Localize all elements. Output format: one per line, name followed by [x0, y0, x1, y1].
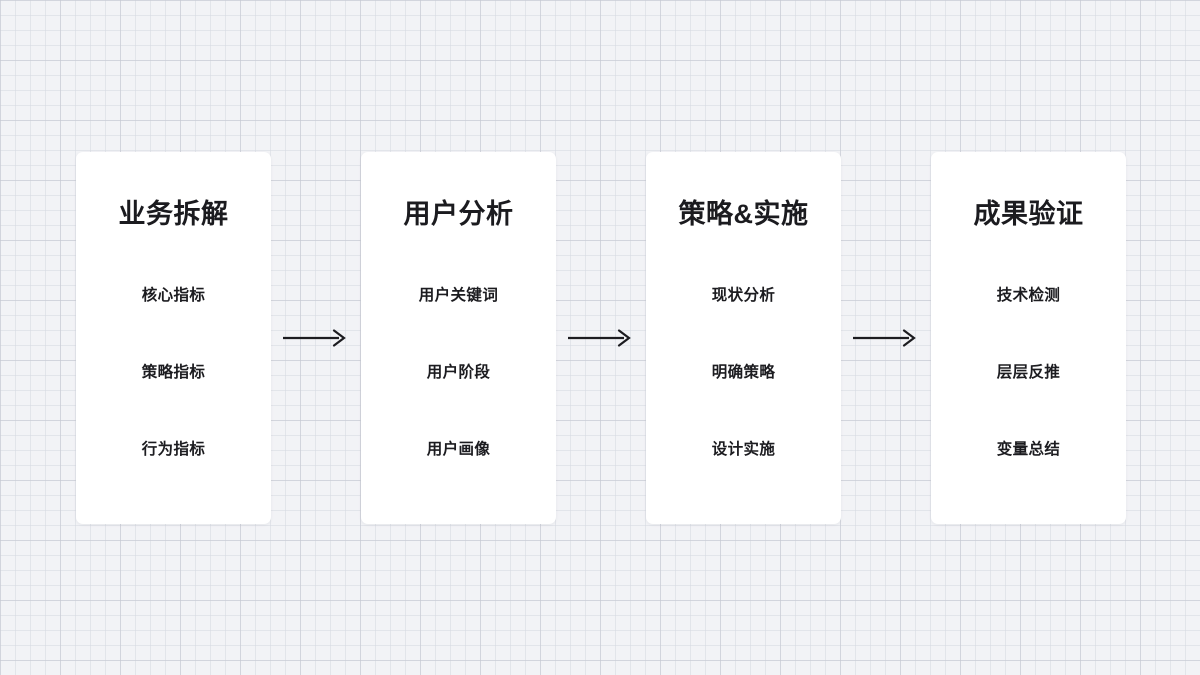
step-item: 层层反推 [996, 364, 1061, 381]
process-step-card-1[interactable]: 业务拆解 核心指标 策略指标 行为指标 [76, 152, 271, 524]
step-title: 用户分析 [403, 199, 514, 229]
connector-3 [841, 152, 931, 524]
step-title: 业务拆解 [118, 199, 229, 229]
arrow-right-icon [283, 329, 346, 347]
step-title: 成果验证 [973, 199, 1084, 229]
step-item-list: 技术检测 层层反推 变量总结 [931, 285, 1126, 461]
step-item: 行为指标 [141, 441, 206, 458]
arrow-right-icon [568, 329, 631, 347]
step-item-list: 现状分析 明确策略 设计实施 [646, 285, 841, 461]
step-item-list: 核心指标 策略指标 行为指标 [76, 285, 271, 461]
step-item-list: 用户关键词 用户阶段 用户画像 [361, 285, 556, 461]
process-step-card-4[interactable]: 成果验证 技术检测 层层反推 变量总结 [931, 152, 1126, 524]
step-item: 明确策略 [711, 364, 776, 381]
process-flow: 业务拆解 核心指标 策略指标 行为指标 用户分析 用户关键词 用户阶段 用户画像 [76, 152, 1126, 524]
step-item: 变量总结 [996, 441, 1061, 458]
step-item: 用户阶段 [426, 364, 491, 381]
connector-2 [556, 152, 646, 524]
process-step-card-3[interactable]: 策略&实施 现状分析 明确策略 设计实施 [646, 152, 841, 524]
process-step-card-2[interactable]: 用户分析 用户关键词 用户阶段 用户画像 [361, 152, 556, 524]
step-item: 用户画像 [426, 441, 491, 458]
step-item: 技术检测 [996, 287, 1061, 304]
step-title: 策略&实施 [678, 199, 809, 229]
step-item: 用户关键词 [418, 287, 499, 304]
step-item: 核心指标 [141, 287, 206, 304]
arrow-right-icon [853, 329, 916, 347]
step-item: 现状分析 [711, 287, 776, 304]
connector-1 [271, 152, 361, 524]
step-item: 设计实施 [711, 441, 776, 458]
step-item: 策略指标 [141, 364, 206, 381]
